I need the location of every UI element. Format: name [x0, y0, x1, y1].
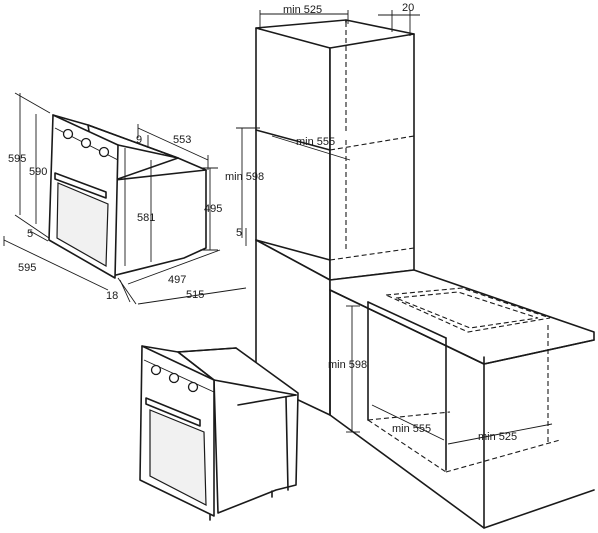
dim-depth-rear: 515: [186, 289, 204, 301]
dim-panel-offset: 9: [136, 134, 142, 146]
dim-undercounter-min-height: min 598: [328, 359, 367, 371]
dim-bottom-offset: 5: [27, 228, 33, 240]
dim-front-thickness: 18: [106, 290, 118, 302]
oven-illustration: [139, 345, 299, 521]
dim-depth-total: 553: [173, 134, 191, 146]
dim-column-rear-gap: 20: [402, 2, 414, 14]
dim-height-total: 595: [8, 153, 26, 165]
tall-column-cabinet: [236, 10, 420, 416]
dim-undercounter-min-width: min 555: [392, 423, 431, 435]
dim-height-front: 590: [29, 166, 47, 178]
dim-undercounter-min-depth: min 525: [478, 431, 517, 443]
dim-column-floor-offset: 5: [236, 227, 242, 239]
dim-column-min-width: min 555: [296, 136, 335, 148]
dim-column-min-height: min 598: [225, 171, 264, 183]
oven-dimension-view: [3, 92, 247, 305]
dim-column-min-depth: min 525: [283, 4, 322, 16]
dim-width-total: 595: [18, 262, 36, 274]
dim-side-height: 495: [204, 203, 222, 215]
dim-depth-body: 497: [168, 274, 186, 286]
under-counter-cabinet: [329, 269, 595, 529]
dim-inner-height: 581: [137, 212, 155, 224]
